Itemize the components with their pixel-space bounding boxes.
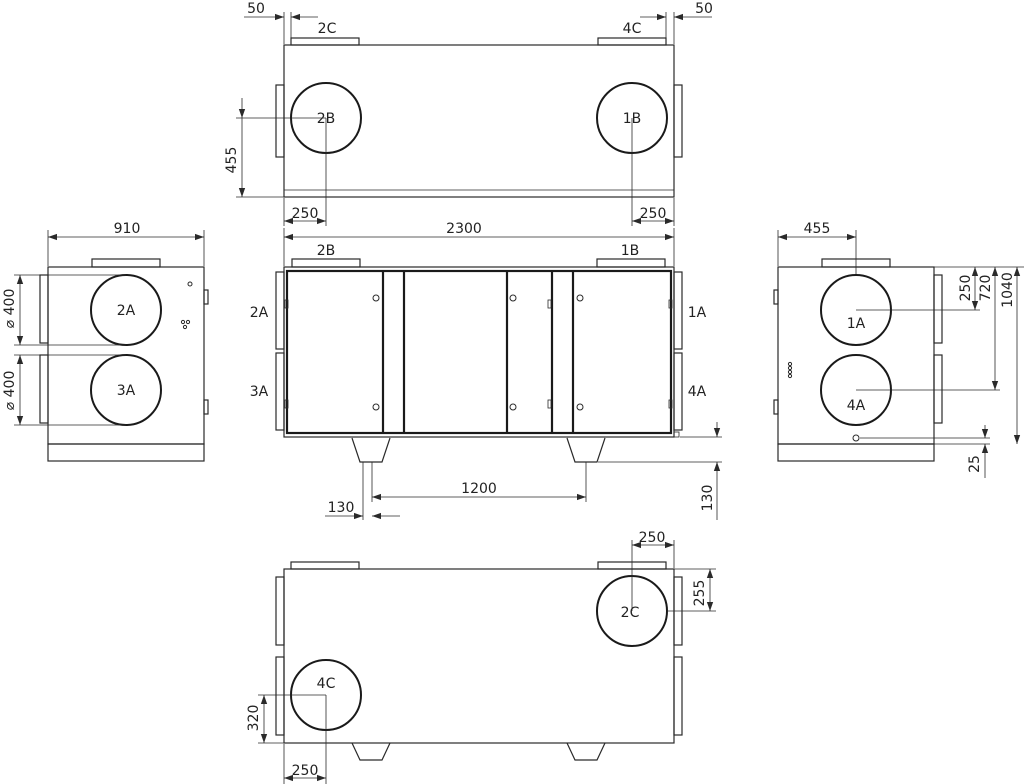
right-side-spigot	[933, 354, 943, 424]
left-side-view: 910 2A 3A ⌀ 400 ⌀ 400	[2, 221, 209, 462]
front-view: 2300 2B 1B 2A 3A 1A 4A	[250, 221, 722, 520]
right-side-view: 455 1A 4A 250 720 1040 25	[773, 221, 1024, 478]
drain-outlet	[852, 434, 860, 442]
right-view-screw	[787, 369, 793, 375]
dim-label-720: 720	[978, 275, 994, 302]
port-label-4a-side: 4A	[847, 398, 866, 414]
drain-stub	[673, 431, 680, 438]
right-side-tab	[773, 289, 779, 305]
port-label-4c-bottom: 4C	[317, 676, 336, 692]
dim-label-250-bottom-left: 250	[292, 763, 319, 779]
front-side-spigot	[673, 352, 683, 431]
dim-label-255: 255	[692, 580, 708, 607]
bottom-side-spigot	[275, 656, 285, 736]
top-view-side-spigot-right	[673, 84, 683, 158]
left-side-spigot	[39, 354, 49, 424]
bottom-mounting-foot	[351, 742, 391, 761]
dim-label-250-left: 250	[292, 206, 319, 222]
left-view-screw	[180, 319, 186, 325]
panel-hinge	[668, 399, 673, 409]
dim-label-455-right: 455	[804, 221, 831, 237]
dim-label-50-right: 50	[695, 1, 713, 17]
dim-label-25: 25	[967, 455, 983, 473]
port-label-1a-front: 1A	[688, 305, 707, 321]
left-side-tab	[203, 399, 209, 415]
diameter-symbol-icon: ⌀	[2, 319, 18, 328]
panel-latch	[576, 403, 584, 411]
dim-label-320: 320	[246, 705, 262, 732]
dim-label-2300: 2300	[446, 221, 482, 237]
bottom-mounting-foot	[566, 742, 606, 761]
dim-label-1200: 1200	[461, 481, 497, 497]
mounting-foot-right	[566, 437, 606, 463]
dim-label-diam-lower: ⌀ 400	[2, 371, 18, 411]
left-view-screw	[182, 324, 188, 330]
right-side-tab	[773, 399, 779, 415]
port-label-1b-front: 1B	[621, 243, 640, 259]
panel-hinge	[284, 399, 289, 409]
bottom-view: 2C 4C 250 255 320 250	[246, 530, 716, 784]
dim-label-50-left: 50	[247, 1, 265, 17]
panel-hinge	[668, 299, 673, 309]
left-side-tab	[203, 289, 209, 305]
panel-latch	[372, 294, 380, 302]
panel-latch	[576, 294, 584, 302]
bottom-side-spigot	[673, 656, 683, 736]
top-view-spigot-2c	[290, 37, 360, 46]
dim-label-250-vertical: 250	[958, 275, 974, 302]
bottom-side-spigot	[275, 576, 285, 646]
right-view-screw	[787, 361, 793, 367]
port-label-2a-front: 2A	[250, 305, 269, 321]
left-top-spigot	[91, 258, 161, 268]
panel-hinge	[547, 399, 552, 409]
left-view-base	[47, 443, 205, 462]
front-side-spigot	[275, 352, 285, 431]
dim-label-130-v: 130	[700, 485, 716, 512]
front-side-spigot	[275, 271, 285, 350]
port-label-1a-side: 1A	[847, 316, 866, 332]
left-side-spigot	[39, 274, 49, 344]
right-view-screw	[787, 365, 793, 371]
port-label-3a-side: 3A	[117, 383, 136, 399]
dim-value-diam-upper: 400	[2, 289, 18, 316]
bottom-view-body	[283, 568, 675, 744]
port-label-2b-front: 2B	[317, 243, 336, 259]
panel-latch	[509, 294, 517, 302]
front-top-spigot-right	[596, 258, 666, 268]
bottom-view-spigot	[290, 561, 360, 570]
panel-hinge	[547, 299, 552, 309]
panel-latch	[372, 403, 380, 411]
port-label-2c: 2C	[318, 21, 337, 37]
dim-label-455: 455	[224, 147, 240, 174]
dim-label-diam-upper: ⌀ 400	[2, 289, 18, 329]
port-label-4c: 4C	[623, 21, 642, 37]
top-view-side-spigot-left	[275, 84, 285, 158]
front-side-spigot	[673, 271, 683, 350]
left-view-screw	[185, 319, 191, 325]
top-view-spigot-4c	[597, 37, 667, 46]
diameter-symbol-icon: ⌀	[2, 401, 18, 410]
port-label-3a-front: 3A	[250, 384, 269, 400]
panel-latch	[509, 403, 517, 411]
top-view: 2B 1B 2C 4C 50 50 455 250 250	[224, 1, 713, 226]
dim-label-130-h: 130	[328, 500, 355, 516]
dim-label-250-right: 250	[640, 206, 667, 222]
port-label-2c-bottom: 2C	[621, 605, 640, 621]
dim-label-910: 910	[114, 221, 141, 237]
front-view-body	[283, 266, 675, 438]
right-side-spigot	[933, 274, 943, 344]
mounting-foot-left	[351, 437, 391, 463]
right-view-screw	[787, 373, 793, 379]
left-view-screw	[187, 281, 193, 287]
dim-value-diam-lower: 400	[2, 371, 18, 398]
right-view-base	[777, 443, 935, 462]
dim-label-250-bottom: 250	[639, 530, 666, 546]
front-top-spigot-left	[291, 258, 361, 268]
dim-label-1040: 1040	[1000, 272, 1016, 308]
front-view-panel-frame	[285, 269, 673, 435]
panel-hinge	[284, 299, 289, 309]
port-label-4a-front: 4A	[688, 384, 707, 400]
port-label-2a-side: 2A	[117, 303, 136, 319]
